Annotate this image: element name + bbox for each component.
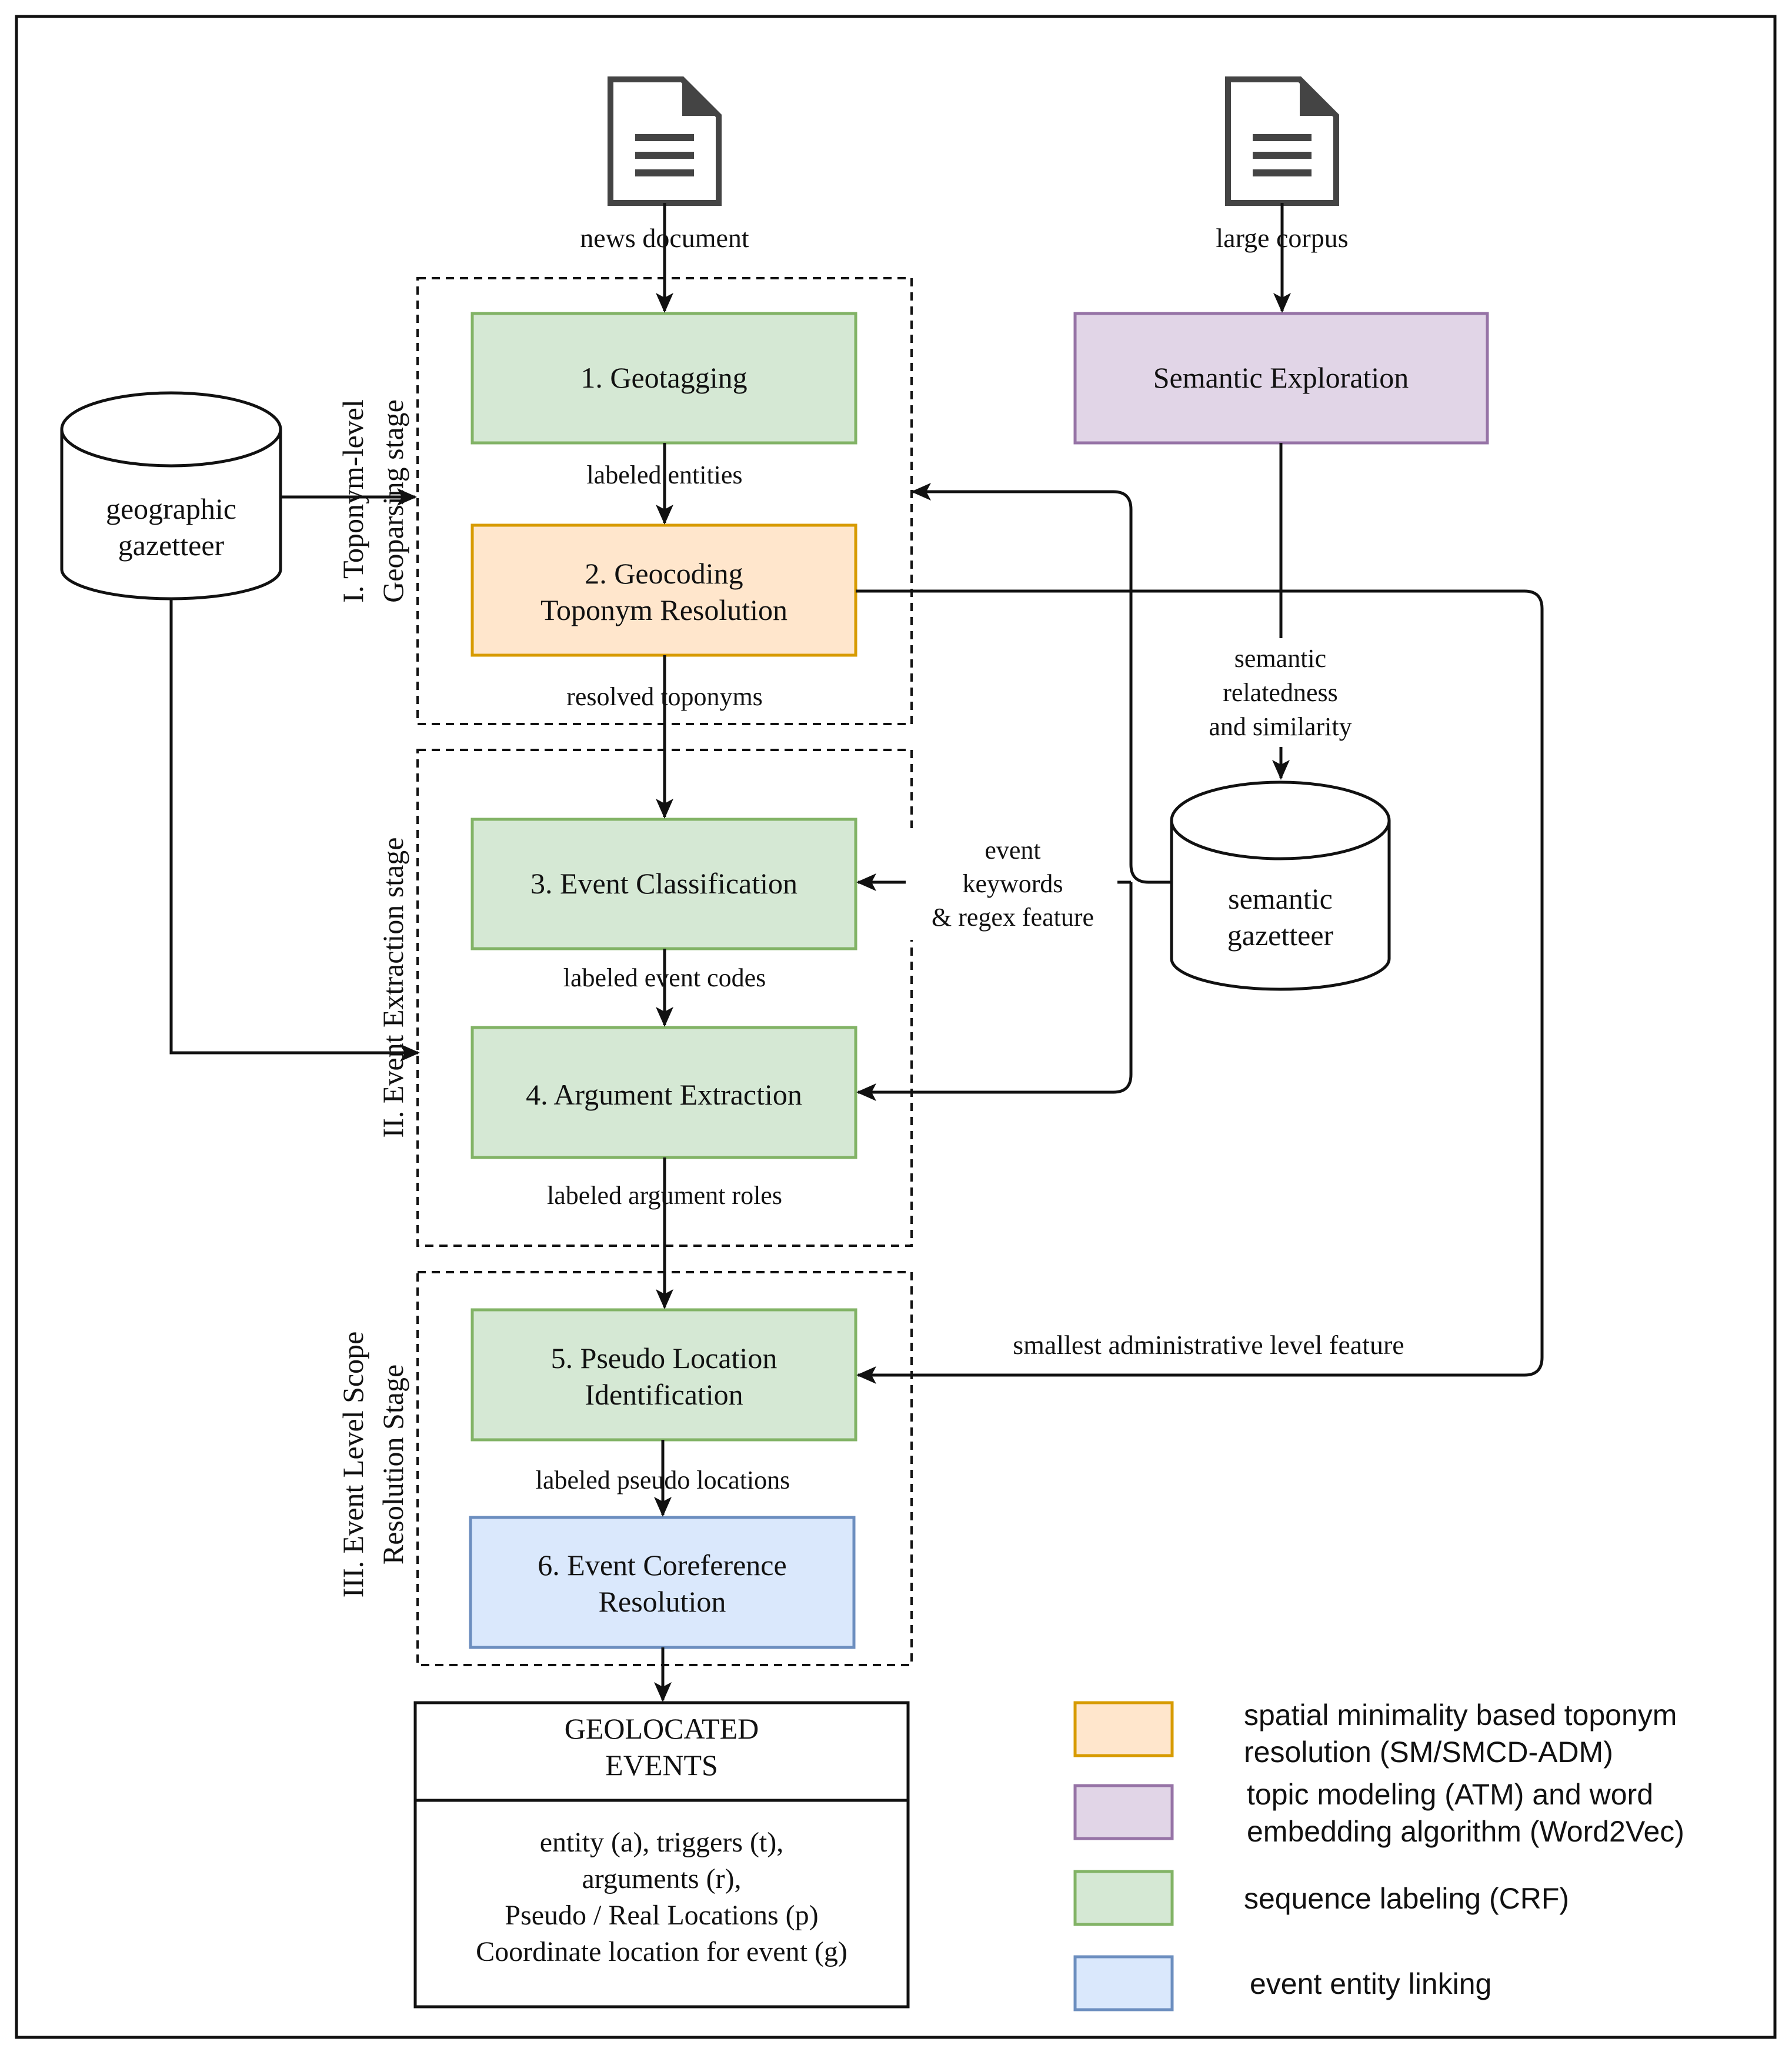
event-keywords-line1: event xyxy=(985,836,1040,865)
legend-text: spatial minimality based toponym xyxy=(1244,1699,1677,1732)
legend-swatch-orange xyxy=(1073,1701,1174,1757)
semantic-relatedness-line2: relatedness xyxy=(1223,678,1337,707)
legend-swatch-purple xyxy=(1073,1784,1174,1840)
legend-text: embedding algorithm (Word2Vec) xyxy=(1247,1815,1684,1848)
geocoding-label-line1: 2. Geocoding xyxy=(585,557,743,590)
legend-text: topic modeling (ATM) and word xyxy=(1247,1778,1653,1811)
news-document-label: news document xyxy=(580,223,749,253)
geographic-gazetteer-label-line2: gazetteer xyxy=(118,529,225,562)
arrow-semantic-to-stage1 xyxy=(911,483,1172,884)
event-classification-box xyxy=(470,818,857,950)
connectors xyxy=(169,203,1544,1702)
event-keywords-line3: & regex feature xyxy=(932,903,1094,932)
stage3-label-line2: Resolution Stage xyxy=(376,1365,409,1564)
stage2-label: II. Event Extraction stage xyxy=(376,838,409,1138)
output-item: arguments (r), xyxy=(582,1863,741,1894)
legend-swatch-blue xyxy=(1073,1955,1174,2011)
event-coreference-label-line2: Resolution xyxy=(599,1585,726,1618)
labeled-argument-roles-label: labeled argument roles xyxy=(547,1181,782,1210)
labeled-pseudo-locations-label: labeled pseudo locations xyxy=(536,1466,790,1494)
stage3-label-line1: III. Event Level Scope xyxy=(336,1332,369,1598)
geotagging-box xyxy=(470,312,857,445)
arrow-geo-gazetteer-to-stage2 xyxy=(169,599,420,1062)
legend-text: event entity linking xyxy=(1250,1967,1491,2000)
semantic-gazetteer-database xyxy=(1170,780,1391,991)
geocoding-box xyxy=(470,523,857,657)
arrow-semantic-to-argument xyxy=(856,882,1133,1101)
pseudo-location-label-line1: 5. Pseudo Location xyxy=(551,1342,777,1375)
output-item: Coordinate location for event (g) xyxy=(476,1936,847,1967)
legend-text: sequence labeling (CRF) xyxy=(1244,1882,1569,1915)
semantic-exploration-label: Semantic Exploration xyxy=(1153,361,1409,394)
event-coreference-box xyxy=(469,1516,856,1649)
geolocated-events-box xyxy=(413,1701,910,2009)
output-item: Pseudo / Real Locations (p) xyxy=(505,1900,818,1931)
semantic-gazetteer-label-line2: gazetteer xyxy=(1227,919,1334,952)
legend-swatch-green xyxy=(1073,1870,1174,1926)
argument-extraction-box xyxy=(470,1026,857,1159)
event-coreference-label-line1: 6. Event Coreference xyxy=(538,1549,786,1582)
resolved-toponyms-label: resolved toponyms xyxy=(566,682,763,711)
semantic-relatedness-line1: semantic xyxy=(1234,644,1326,673)
smallest-admin-label: smallest administrative level feature xyxy=(1013,1330,1404,1360)
news-document-icon xyxy=(608,76,722,206)
legend-text: resolution (SM/SMCD-ADM) xyxy=(1244,1736,1613,1769)
output-item: entity (a), triggers (t), xyxy=(540,1827,784,1858)
arrow-geocoding-to-pseudo xyxy=(856,589,1544,1384)
geographic-gazetteer-label-line1: geographic xyxy=(106,492,236,525)
label-backgrounds xyxy=(906,638,1370,940)
labeled-event-codes-label: labeled event codes xyxy=(563,963,766,992)
stage1-label-line2: Geoparsing stage xyxy=(376,399,409,603)
event-classification-label: 3. Event Classification xyxy=(530,867,797,900)
pseudo-location-label-line2: Identification xyxy=(585,1378,743,1411)
large-corpus-document-icon xyxy=(1225,76,1339,206)
labeled-entities-label: labeled entities xyxy=(586,461,742,489)
geotagging-label: 1. Geotagging xyxy=(580,361,747,394)
output-title-line1: GEOLOCATED xyxy=(565,1712,759,1745)
argument-extraction-label: 4. Argument Extraction xyxy=(526,1078,802,1111)
semantic-relatedness-line3: and similarity xyxy=(1209,712,1351,741)
event-keywords-line2: keywords xyxy=(962,869,1063,898)
legend: spatial minimality based toponym resolut… xyxy=(1073,1699,1684,2011)
pseudo-location-box xyxy=(470,1308,857,1442)
outer-frame xyxy=(15,15,1777,2039)
semantic-exploration-box xyxy=(1073,312,1489,445)
geographic-gazetteer-database xyxy=(60,391,282,601)
large-corpus-label: large corpus xyxy=(1216,223,1348,253)
geocoding-label-line2: Toponym Resolution xyxy=(540,593,787,626)
output-title-line2: EVENTS xyxy=(605,1749,718,1782)
stage1-label-line1: I. Toponym-level xyxy=(336,399,369,603)
semantic-gazetteer-label-line1: semantic xyxy=(1228,882,1333,915)
